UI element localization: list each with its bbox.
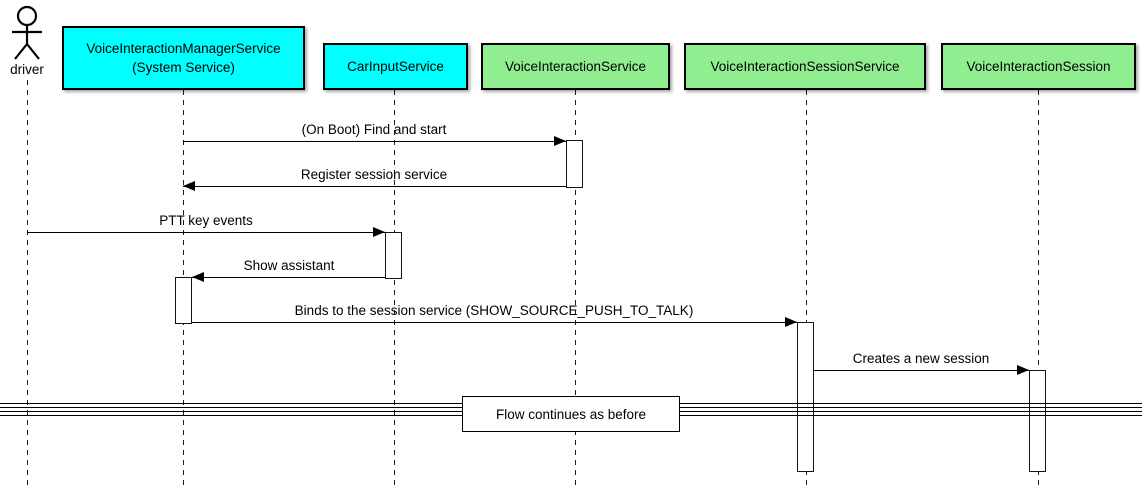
actor-label: driver [10,62,44,77]
divider-label-box: Flow continues as before [462,396,680,432]
lifeline-voice-interaction-service [575,90,576,489]
arrowhead-left-icon [192,272,204,282]
message-label-show-assistant: Show assistant [243,258,335,273]
participant-voice-interaction-service: VoiceInteractionService [481,43,670,90]
activation-voice-interaction-session [1029,370,1046,472]
participant-name: VoiceInteractionManagerService [86,41,281,56]
message-line-binds-to-session-service [192,322,797,323]
participant-car-input-service: CarInputService [323,43,468,90]
arrowhead-right-icon [785,317,797,327]
participant-name: CarInputService [347,59,444,74]
participant-name: VoiceInteractionSession [966,59,1111,74]
message-line-show-assistant [192,277,385,278]
lifeline-driver [27,80,28,489]
message-label-binds-to-session-service: Binds to the session service (SHOW_SOURC… [294,303,694,318]
message-label-ptt-key-events: PTT key events [159,213,253,228]
participant-subtitle: (System Service) [132,60,235,75]
message-label-creates-a-new-session: Creates a new session [852,351,990,366]
message-line-ptt-key-events [27,232,385,233]
message-line-register-session-service [183,186,566,187]
activation-car-input-service [385,232,402,279]
message-line-creates-a-new-session [814,370,1029,371]
lifeline-car-input-service [394,90,395,489]
participant-voice-interaction-manager-service: VoiceInteractionManagerService (System S… [62,26,305,90]
activation-voice-interaction-service [566,140,583,188]
participant-name: VoiceInteractionService [504,59,647,74]
activation-voice-interaction-manager-service [175,277,192,324]
message-line-on-boot-find-and-start [183,141,566,142]
divider-label: Flow continues as before [495,406,647,422]
arrowhead-right-icon [554,136,566,146]
participant-voice-interaction-session: VoiceInteractionSession [941,43,1136,90]
participant-name: VoiceInteractionSessionService [710,59,900,74]
actor-stick-figure-icon [12,5,42,60]
activation-voice-interaction-session-service [797,322,814,472]
lifeline-voice-interaction-session [1038,90,1039,489]
arrowhead-right-icon [1017,365,1029,375]
arrowhead-right-icon [373,227,385,237]
participant-voice-interaction-session-service: VoiceInteractionSessionService [684,43,926,90]
message-label-register-session-service: Register session service [300,167,448,182]
arrowhead-left-icon [183,181,195,191]
lifeline-voice-interaction-session-service [806,90,807,489]
message-label-on-boot-find-and-start: (On Boot) Find and start [301,122,447,137]
